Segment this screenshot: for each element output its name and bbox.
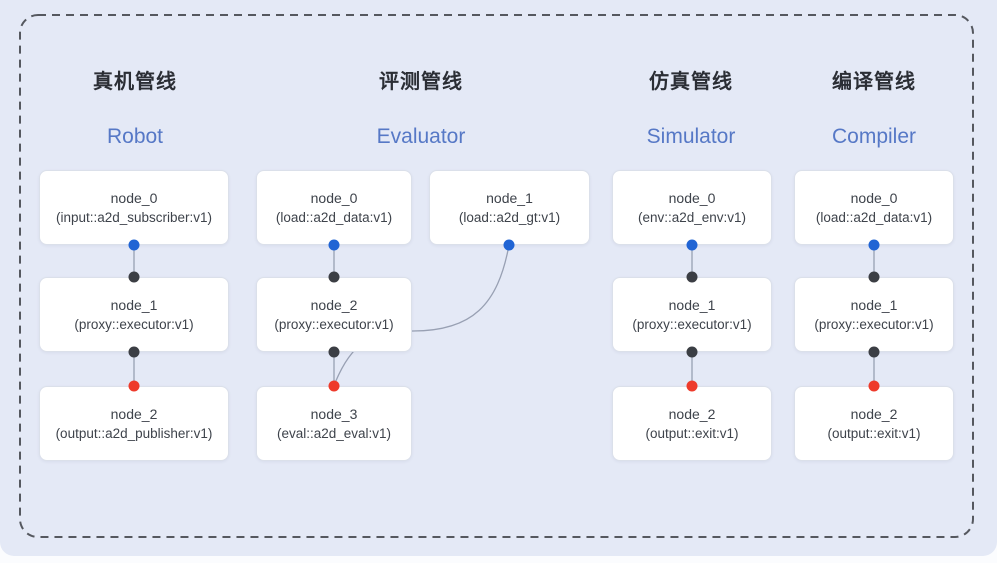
port-source-icon — [503, 239, 515, 251]
port-source-icon — [128, 239, 140, 251]
node-name: node_0 — [850, 189, 898, 206]
node-impl: (proxy::executor:v1) — [74, 316, 194, 332]
node-impl: (env::a2d_env:v1) — [637, 209, 747, 225]
node-card-evaluator-node2: node_2 (proxy::executor:v1) — [256, 277, 412, 352]
pipeline-title-en-evaluator: Evaluator — [376, 125, 466, 148]
node-impl: (input::a2d_subscriber:v1) — [55, 209, 213, 225]
dashed-boundary — [19, 14, 974, 538]
port-intermediate-icon — [686, 271, 698, 283]
pipeline-title-en-compiler: Compiler — [831, 125, 917, 148]
node-card-evaluator-node3: node_3 (eval::a2d_eval:v1) — [256, 386, 412, 461]
node-name: node_2 — [110, 405, 158, 422]
node-impl: (proxy::executor:v1) — [632, 316, 752, 332]
port-source-icon — [868, 239, 880, 251]
port-sink-icon — [328, 380, 340, 392]
pipeline-title-zh-evaluator: 评测管线 — [379, 71, 463, 93]
node-impl: (output::a2d_publisher:v1) — [55, 425, 213, 441]
node-impl: (load::a2d_data:v1) — [275, 209, 393, 225]
port-source-icon — [328, 239, 340, 251]
node-card-evaluator-node1: node_1 (load::a2d_gt:v1) — [429, 170, 590, 245]
node-impl: (load::a2d_gt:v1) — [458, 209, 561, 225]
node-name: node_1 — [110, 296, 158, 313]
node-card-compiler-node1: node_1 (proxy::executor:v1) — [794, 277, 954, 352]
port-sink-icon — [686, 380, 698, 392]
pipeline-title-zh-robot: 真机管线 — [93, 71, 177, 93]
pipeline-title-en-simulator: Simulator — [646, 125, 736, 148]
node-card-evaluator-node0: node_0 (load::a2d_data:v1) — [256, 170, 412, 245]
node-name: node_1 — [668, 296, 716, 313]
node-name: node_0 — [110, 189, 158, 206]
node-card-robot-node0: node_0 (input::a2d_subscriber:v1) — [39, 170, 229, 245]
port-intermediate-icon — [868, 346, 880, 358]
port-intermediate-icon — [328, 271, 340, 283]
node-impl: (proxy::executor:v1) — [814, 316, 934, 332]
node-impl: (load::a2d_data:v1) — [815, 209, 933, 225]
node-card-robot-node1: node_1 (proxy::executor:v1) — [39, 277, 229, 352]
node-card-simulator-node1: node_1 (proxy::executor:v1) — [612, 277, 772, 352]
node-card-robot-node2: node_2 (output::a2d_publisher:v1) — [39, 386, 229, 461]
node-name: node_1 — [486, 189, 533, 206]
port-intermediate-icon — [328, 346, 340, 358]
port-source-icon — [686, 239, 698, 251]
node-impl: (output::exit:v1) — [645, 425, 739, 441]
node-name: node_1 — [850, 296, 898, 313]
port-sink-icon — [128, 380, 140, 392]
node-name: node_3 — [310, 405, 358, 422]
pipeline-title-en-robot: Robot — [106, 125, 164, 148]
node-card-compiler-node0: node_0 (load::a2d_data:v1) — [794, 170, 954, 245]
node-name: node_0 — [668, 189, 716, 206]
node-name: node_0 — [310, 189, 358, 206]
node-impl: (eval::a2d_eval:v1) — [276, 425, 392, 441]
port-intermediate-icon — [868, 271, 880, 283]
node-name: node_2 — [310, 296, 358, 313]
node-card-compiler-node2: node_2 (output::exit:v1) — [794, 386, 954, 461]
node-name: node_2 — [850, 405, 898, 422]
pipeline-title-zh-simulator: 仿真管线 — [649, 71, 733, 93]
node-card-simulator-node0: node_0 (env::a2d_env:v1) — [612, 170, 772, 245]
node-name: node_2 — [668, 405, 716, 422]
node-impl: (proxy::executor:v1) — [274, 316, 394, 332]
port-intermediate-icon — [128, 346, 140, 358]
port-intermediate-icon — [686, 346, 698, 358]
node-card-simulator-node2: node_2 (output::exit:v1) — [612, 386, 772, 461]
pipeline-title-zh-compiler: 编译管线 — [832, 71, 916, 93]
port-sink-icon — [868, 380, 880, 392]
node-impl: (output::exit:v1) — [827, 425, 921, 441]
port-intermediate-icon — [128, 271, 140, 283]
